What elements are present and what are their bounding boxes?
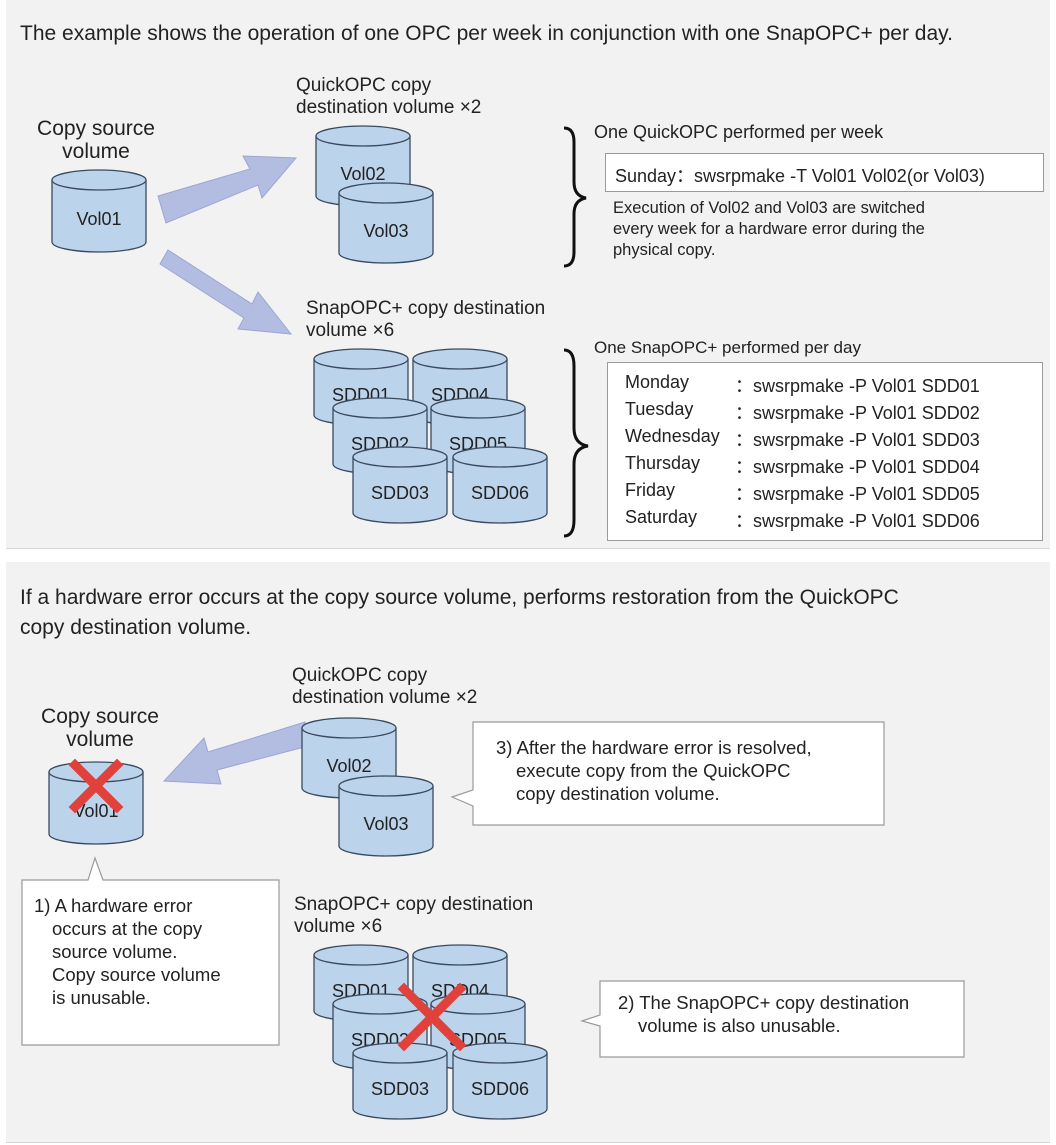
brace-icon xyxy=(563,126,587,268)
callout-line: is unusable. xyxy=(52,987,151,1008)
volume-label: Vol02 xyxy=(326,756,371,776)
copy-arrow-icon xyxy=(159,249,293,335)
bottom-source-label-line2: volume xyxy=(66,728,134,751)
top-source-label-line1: Copy source xyxy=(37,117,155,140)
callout-line: copy destination volume. xyxy=(516,783,720,804)
callout-1-shape xyxy=(21,856,280,1046)
volume-cylinder-icon: SDD03 xyxy=(352,446,448,524)
weekly-note-line3: physical copy. xyxy=(613,241,716,259)
volume-label: SDD03 xyxy=(371,1079,429,1099)
top-snapopc-label-line2: volume ×6 xyxy=(306,320,395,341)
volume-cylinder-icon: Vol03 xyxy=(338,182,434,264)
callout-line: Copy source volume xyxy=(52,964,221,985)
volume-label: SDD03 xyxy=(371,483,429,503)
callout-2-shape xyxy=(579,980,965,1058)
callout-line: source volume. xyxy=(52,941,178,962)
error-cross-icon xyxy=(397,982,467,1052)
brace-icon xyxy=(563,348,589,538)
volume-cylinder-icon: SDD03 xyxy=(352,1042,448,1120)
volume-cylinder-icon: Vol03 xyxy=(338,775,434,857)
schedule-command: ：swsrpmake -P Vol01 SDD06 xyxy=(735,511,980,531)
weekly-note-line2: every week for a hardware error during t… xyxy=(613,220,925,238)
volume-label: SDD06 xyxy=(471,483,529,503)
weekly-command-box: Sunday：swsrpmake -T Vol01 Vol02(or Vol03… xyxy=(605,153,1044,192)
weekly-command: Sunday：swsrpmake -T Vol01 Vol02(or Vol03… xyxy=(615,166,985,186)
bottom-heading-line2: copy destination volume. xyxy=(20,616,252,639)
schedule-command: ：swsrpmake -P Vol01 SDD01 xyxy=(735,376,980,396)
volume-label: Vol01 xyxy=(73,801,118,821)
restore-arrow-icon xyxy=(162,721,313,785)
callout-line: 2) The SnapOPC+ copy destination xyxy=(618,992,910,1013)
volume-cylinder-icon: Vol01 xyxy=(51,169,147,253)
volume-cylinder-icon: Vol01 xyxy=(48,761,144,845)
top-quickopc-label-line1: QuickOPC copy xyxy=(296,75,432,96)
daily-title: One SnapOPC+ performed per day xyxy=(594,338,861,357)
volume-label: Vol03 xyxy=(363,814,408,834)
top-snapopc-label-line1: SnapOPC+ copy destination xyxy=(306,298,546,319)
schedule-command: ：swsrpmake -P Vol01 SDD03 xyxy=(735,430,980,450)
schedule-day: Wednesday xyxy=(625,426,720,446)
top-heading: The example shows the operation of one O… xyxy=(20,22,953,45)
schedule-day: Saturday xyxy=(625,507,698,527)
schedule-command: ：swsrpmake -P Vol01 SDD04 xyxy=(735,457,980,477)
top-quickopc-label-line2: destination volume ×2 xyxy=(296,97,482,118)
callout-line: execute copy from the QuickOPC xyxy=(516,760,791,781)
volume-label: Vol01 xyxy=(76,209,121,229)
schedule-day: Thursday xyxy=(625,453,701,473)
callout-line: volume is also unusable. xyxy=(638,1015,841,1036)
volume-label: Vol03 xyxy=(363,221,408,241)
callout-line: 1) A hardware error xyxy=(34,895,193,916)
error-cross-icon xyxy=(68,758,124,814)
volume-label: Vol02 xyxy=(340,164,385,184)
callout-line: 3) After the hardware error is resolved, xyxy=(496,737,812,758)
schedule-day: Tuesday xyxy=(625,399,694,419)
volume-label: SDD06 xyxy=(471,1079,529,1099)
bottom-heading-line1: If a hardware error occurs at the copy s… xyxy=(20,586,899,609)
schedule-day: Monday xyxy=(625,372,690,392)
bottom-source-label-line1: Copy source xyxy=(41,705,159,728)
bottom-quickopc-label-line1: QuickOPC copy xyxy=(292,665,428,686)
bottom-snapopc-label-line2: volume ×6 xyxy=(294,916,383,937)
schedule-command: ：swsrpmake -P Vol01 SDD02 xyxy=(735,403,980,423)
bottom-quickopc-label-line2: destination volume ×2 xyxy=(292,687,478,708)
top-source-label-line2: volume xyxy=(62,140,130,163)
callout-3-shape xyxy=(450,721,885,826)
callout-line: occurs at the copy xyxy=(52,918,203,939)
volume-cylinder-icon: SDD06 xyxy=(452,446,548,524)
volume-cylinder-icon: SDD06 xyxy=(452,1042,548,1120)
copy-arrow-icon xyxy=(157,155,298,224)
schedule-day: Friday xyxy=(625,480,676,500)
schedule-command: ：swsrpmake -P Vol01 SDD05 xyxy=(735,484,980,504)
weekly-note-line1: Execution of Vol02 and Vol03 are switche… xyxy=(613,199,925,217)
weekly-title: One QuickOPC performed per week xyxy=(594,122,884,142)
bottom-snapopc-label-line1: SnapOPC+ copy destination xyxy=(294,894,534,915)
